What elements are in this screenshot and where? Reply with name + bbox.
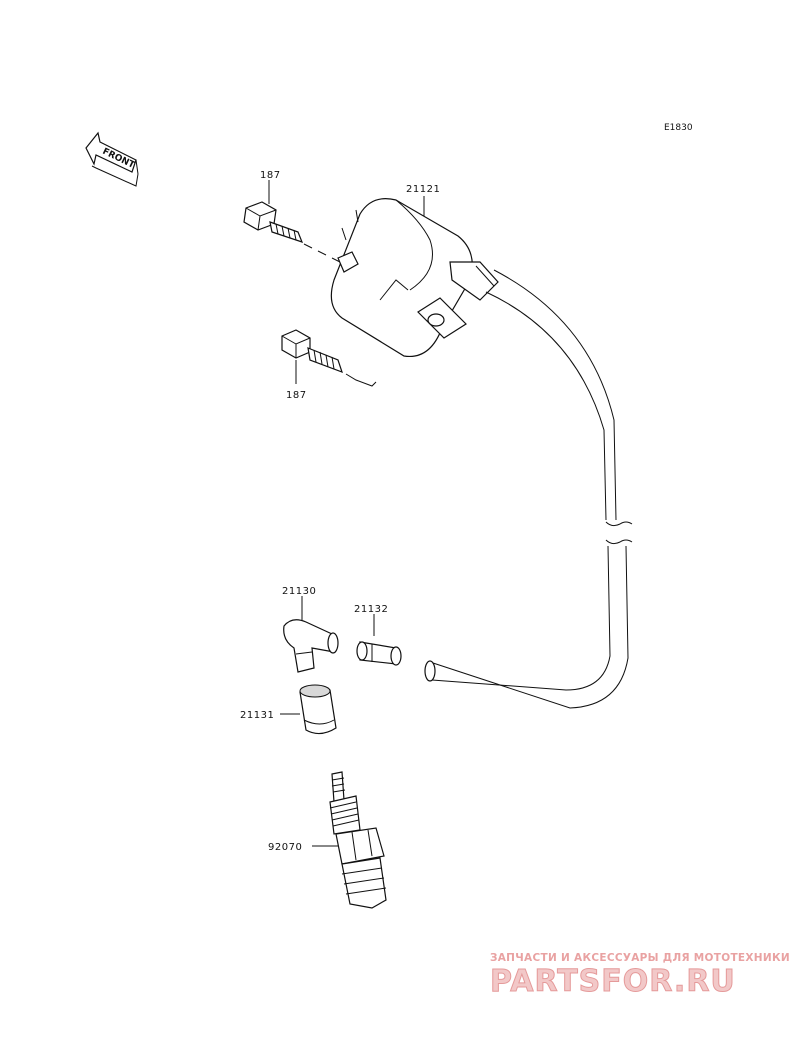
cable-end-seal bbox=[356, 614, 402, 666]
label-bolt-lower: 187 bbox=[286, 390, 307, 401]
label-coil: 21121 bbox=[406, 184, 440, 195]
watermark-tagline: ЗАПЧАСТИ И АКСЕССУАРЫ ДЛЯ МОТОТЕХНИКИ bbox=[490, 952, 790, 964]
label-spark-plug: 92070 bbox=[268, 842, 302, 853]
spark-plug bbox=[312, 771, 387, 909]
ignition-coil bbox=[330, 196, 499, 358]
upper-bolt bbox=[243, 180, 341, 263]
front-arrow-icon: FRONT bbox=[85, 131, 139, 187]
watermark-logo: PARTSFOR.RU bbox=[490, 964, 736, 1000]
label-cap-seal: 21131 bbox=[240, 710, 274, 721]
label-bolt-upper: 187 bbox=[260, 170, 281, 181]
cap-seal bbox=[280, 684, 337, 735]
ht-cable bbox=[424, 269, 633, 709]
label-plug-cap: 21130 bbox=[282, 586, 316, 597]
diagram-code: E1830 bbox=[664, 123, 693, 133]
plug-cap bbox=[283, 596, 339, 673]
lower-bolt bbox=[281, 329, 377, 387]
label-cable-end: 21132 bbox=[354, 604, 388, 615]
